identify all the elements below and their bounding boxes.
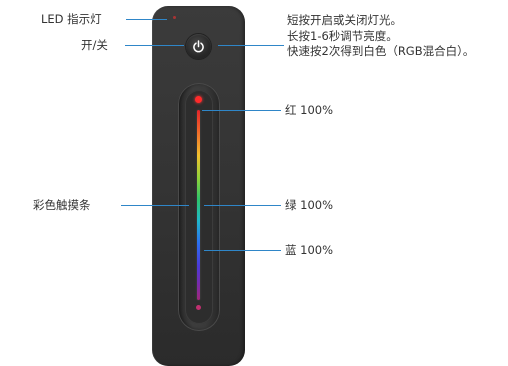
green-leader-line (204, 205, 281, 206)
power-note-line-1: 短按开启或关闭灯光。 (287, 13, 402, 27)
blue-leader-line (204, 250, 281, 251)
rainbow-gradient (197, 110, 200, 300)
touch-strip-leader-line (121, 205, 189, 206)
power-switch-label: 开/关 (81, 38, 108, 52)
blue-label: 蓝 100% (285, 243, 334, 257)
led-indicator-label: LED 指示灯 (41, 12, 102, 26)
diagram: LED 指示灯 开/关 短按开启或关闭灯光。 长按1-6秒调节亮度。 快速按2次… (33, 6, 474, 366)
power-button[interactable] (186, 34, 211, 59)
touch-strip-label: 彩色触摸条 (33, 198, 91, 212)
power-icon (193, 40, 204, 53)
red-label: 红 100% (285, 103, 334, 117)
power-note-line-2: 长按1-6秒调节亮度。 (287, 28, 398, 43)
led-indicator-light (173, 16, 176, 19)
green-label: 绿 100% (285, 198, 334, 212)
led-leader-line (126, 19, 167, 20)
red-leader-line (202, 110, 281, 111)
power-leader-line-left (125, 45, 184, 46)
end-marker-dot (196, 305, 201, 310)
red-marker-dot (195, 96, 202, 103)
power-leader-line-right (218, 45, 284, 46)
power-note: 短按开启或关闭灯光。 长按1-6秒调节亮度。 快速按2次得到白色（RGB混合白）… (287, 13, 474, 60)
power-note-line-3: 快速按2次得到白色（RGB混合白）。 (287, 44, 475, 58)
